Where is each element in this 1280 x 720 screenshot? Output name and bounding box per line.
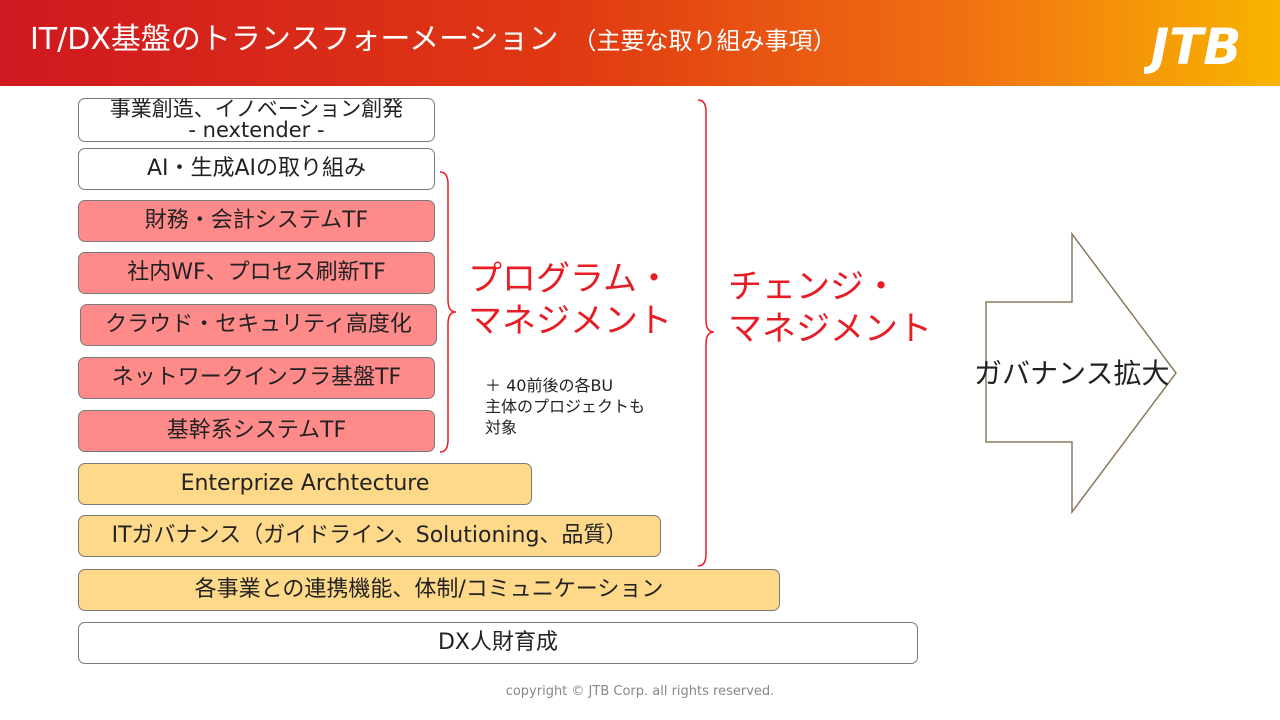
cloud-label: クラウド・セキュリティ高度化 xyxy=(105,312,412,337)
core-system-box: 基幹系システムTF xyxy=(78,410,435,452)
program-label-line2: マネジメント xyxy=(468,301,672,341)
ai-box: AI・生成AIの取り組み xyxy=(78,148,435,190)
note-line2: 主体のプロジェクトも xyxy=(485,397,646,416)
workflow-label: 社内WF、プロセス刷新TF xyxy=(127,260,386,285)
governance-expansion-label: ガバナンス拡大 xyxy=(974,357,1170,390)
enterprise-architecture-box: Enterprize Archtecture xyxy=(78,463,532,505)
nextender-label: - nextender - xyxy=(188,118,325,142)
cloud-box: クラウド・セキュリティ高度化 xyxy=(80,304,437,346)
header-bar: IT/DX基盤のトランスフォーメーション （主要な取り組み事項） JTB xyxy=(0,0,1280,86)
it-governance-box: ITガバナンス（ガイドライン、Solutioning、品質） xyxy=(78,515,661,557)
workflow-box: 社内WF、プロセス刷新TF xyxy=(78,252,435,294)
innovation-box: 事業創造、イノベーション創発 - nextender - xyxy=(78,98,435,142)
page-title-main: IT/DX基盤のトランスフォーメーション xyxy=(30,22,559,57)
change-label-line2: マネジメント xyxy=(728,309,932,349)
jtb-logo: JTB xyxy=(1144,18,1241,76)
copyright-footer: copyright © JTB Corp. all rights reserve… xyxy=(505,684,775,699)
note-line1: ＋ 40前後の各BU xyxy=(485,376,614,395)
change-brace xyxy=(697,99,715,567)
finance-label: 財務・会計システムTF xyxy=(144,208,369,233)
change-management-label: チェンジ・ マネジメント xyxy=(728,266,932,350)
page-title: IT/DX基盤のトランスフォーメーション （主要な取り組み事項） xyxy=(30,20,837,61)
finance-box: 財務・会計システムTF xyxy=(78,200,435,242)
note-line3: 対象 xyxy=(485,418,518,437)
program-brace xyxy=(439,171,457,453)
dx-talent-box: DX人財育成 xyxy=(78,622,918,664)
network-label: ネットワークインフラ基盤TF xyxy=(111,365,402,390)
ai-label: AI・生成AIの取り組み xyxy=(146,156,367,181)
collaboration-label: 各事業との連携機能、体制/コミュニケーション xyxy=(194,577,664,602)
dx-talent-label: DX人財育成 xyxy=(437,630,558,655)
program-label-line1: プログラム・ xyxy=(468,259,671,299)
it-governance-label: ITガバナンス（ガイドライン、Solutioning、品質） xyxy=(111,523,628,548)
program-management-label: プログラム・ マネジメント xyxy=(468,258,672,342)
bu-projects-note: ＋ 40前後の各BU 主体のプロジェクトも 対象 xyxy=(485,375,645,438)
change-label-line1: チェンジ・ xyxy=(728,267,898,307)
innovation-label: 事業創造、イノベーション創発 xyxy=(109,97,404,121)
logo-text: JTB xyxy=(1144,18,1241,76)
core-system-label: 基幹系システムTF xyxy=(166,418,347,443)
collaboration-box: 各事業との連携機能、体制/コミュニケーション xyxy=(78,569,780,611)
page-subtitle: （主要な取り組み事項） xyxy=(572,27,837,55)
governance-arrow-shape xyxy=(985,231,1177,515)
network-box: ネットワークインフラ基盤TF xyxy=(78,357,435,399)
enterprise-architecture-label: Enterprize Archtecture xyxy=(180,471,430,496)
